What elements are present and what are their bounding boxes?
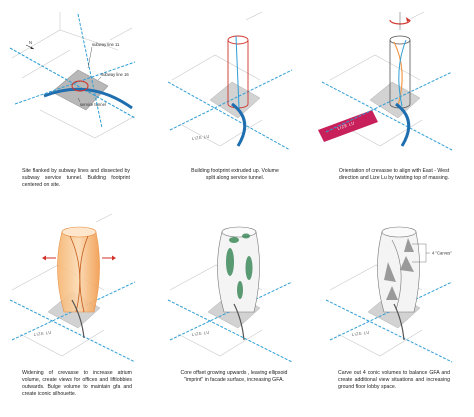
- p5-imprint-5: [242, 233, 250, 239]
- p6-carve-4: [386, 286, 398, 300]
- p3-caption: Orientation of crevasse to align with Ea…: [338, 168, 450, 181]
- p6-carve-2: [400, 256, 414, 272]
- p3-cylinder: [389, 35, 411, 109]
- p6-carve-1: [404, 238, 414, 252]
- p4-caption: Widening of crevasse to increase atrium …: [22, 370, 132, 397]
- p1-subway-line-16: [14, 61, 136, 105]
- p3-road-band: [318, 110, 378, 142]
- p4-road-label: LIZE LU: [33, 330, 52, 337]
- panel-6-carves: 4 "Carves" LIZE LU: [325, 226, 452, 363]
- p1-caption: Site flanked by subway lines and dissect…: [22, 168, 130, 188]
- expand-left-arrow-icon: [42, 255, 56, 261]
- p2-cylinder: [227, 35, 249, 109]
- p1-subway-line-11b: [77, 13, 103, 129]
- panel-1-site: N subway line 11 subway line 16 service …: [9, 12, 136, 139]
- panel-3-twist: LIZE LU: [318, 11, 453, 151]
- expand-right-arrow-icon: [102, 255, 116, 261]
- p4-bulged-volume: [57, 226, 100, 339]
- p3-road-label: LIZE LU: [337, 120, 356, 131]
- north-arrow-icon: [25, 44, 35, 50]
- p5-imprint-1: [226, 248, 234, 276]
- p1-service-tunnel: [43, 87, 133, 110]
- p1-building-footprint: [71, 80, 89, 92]
- p6-carve-3: [384, 262, 396, 282]
- panel-4-widen: LIZE LU: [9, 213, 136, 363]
- p6-volume: [377, 226, 420, 341]
- p5-imprint-2: [245, 256, 253, 280]
- p1-subway-line-11-label: subway line 11: [92, 42, 120, 47]
- p6-carves-bracket: [412, 243, 430, 263]
- p2-caption: Building footprint extruded up. Volume s…: [191, 168, 279, 181]
- p6-road-label: LIZE LU: [351, 330, 370, 337]
- twist-arrow-icon: [389, 12, 411, 30]
- p1-north-label: N: [29, 40, 32, 45]
- p5-volume: [217, 226, 260, 341]
- p1-subway-line-11: [9, 47, 136, 119]
- p5-caption: Core offset growing upwards , leaving el…: [180, 370, 288, 383]
- p5-imprint-4: [229, 237, 239, 243]
- p5-imprint-3: [237, 281, 243, 299]
- p1-subway-line-16-label: subway line 16: [101, 72, 129, 77]
- p2-road-label: LIZE LU: [191, 134, 210, 141]
- p6-caption: Carve out 4 conic volumes to balance GFA…: [338, 370, 450, 390]
- p1-streets: [11, 12, 136, 139]
- panel-5-core: LIZE LU: [167, 226, 293, 363]
- p5-road-label: LIZE LU: [191, 330, 210, 337]
- panel-2-extrude: LIZE LU: [167, 11, 293, 151]
- p1-service-tunnel-label: service tunnel: [80, 102, 106, 107]
- p6-carves-label: 4 "Carves": [432, 251, 452, 256]
